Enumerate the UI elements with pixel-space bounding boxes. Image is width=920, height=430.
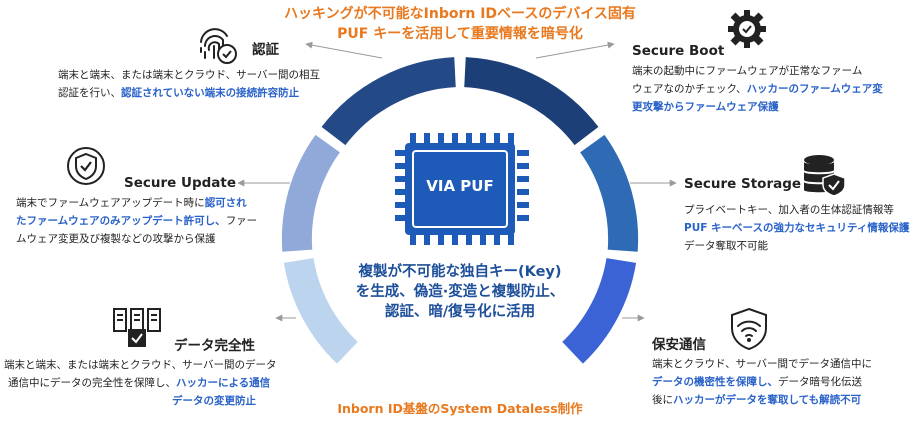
boot-desc-line-1: 端末の起動中にファームウェアが正常なファーム (632, 65, 863, 77)
comm-description: 端末とクラウド、サーバー間でデータ通信中に データの機密性を保障し、データ暗号化… (652, 355, 912, 409)
chip-label: VIA PUF (426, 177, 494, 195)
auth-description: 端末と端末、または端末とクラウド、サーバー間の相互 認証を行い、認証されていない… (58, 66, 338, 102)
puf-chip-icon (395, 133, 529, 245)
update-desc-line-3: ムウェア変更及び複製などの攻撃から保護 (16, 233, 216, 245)
integrity-description: 端末と端末、または端末とクラウド、サーバー間のデータ 通信中にデータの完全性を保… (4, 356, 294, 410)
database-shield-icon (804, 155, 846, 197)
header-title: ハッキングが不可能なInborn IDベースのデバイス固有 PUF キーを活用し… (250, 4, 670, 44)
center-line-3: 認証、暗/復号化に活用 (384, 304, 536, 320)
storage-description: プライベートキー、加入者の生体認証情報等 PUF キーベースの強力なセキュリティ… (684, 201, 916, 255)
ring-segment-3 (579, 134, 639, 252)
auth-title: 認証 (252, 42, 279, 58)
comm-desc-line-1: 端末とクラウド、サーバー間でデータ通信中に (652, 358, 872, 370)
boot-title: Secure Boot (632, 43, 725, 59)
shield-check-icon (67, 147, 105, 185)
ring-segment-6 (283, 257, 359, 364)
comm-desc-line-2: データの機密性を保障し、データ暗号化伝送 (652, 376, 862, 388)
boot-desc-line-3: 更攻撃からファームウェア保護 (632, 101, 779, 113)
integrity-desc-line-2: 通信中にデータの完全性を保障し、ハッカーによる通信 (8, 377, 271, 389)
integrity-title: データ完全性 (174, 338, 255, 354)
integrity-desc-line-1: 端末と端末、または端末とクラウド、サーバー間のデータ (4, 359, 277, 371)
header-line-2: PUF キーを活用して重要情報を暗号化 (337, 26, 583, 42)
integrity-desc-line-3: データの変更防止 (172, 395, 256, 407)
header-line-1: ハッキングが不可能なInborn IDベースのデバイス固有 (284, 6, 636, 22)
ring-segment-2 (463, 57, 599, 146)
wifi-shield-icon (731, 307, 767, 351)
storage-desc-line-3: データ奪取不可能 (684, 240, 768, 252)
storage-title: Secure Storage (684, 176, 802, 192)
ring-segment-1 (321, 57, 457, 146)
ring-segment-4 (561, 257, 637, 364)
storage-desc-line-1: プライベートキー、加入者の生体認証情報等 (684, 204, 894, 216)
comm-title: 保安通信 (652, 337, 706, 353)
boot-description: 端末の起動中にファームウェアが正常なファーム ウェアなのかチェック、ハッカーのフ… (632, 62, 902, 116)
boot-desc-line-2: ウェアなのかチェック、ハッカーのファームウェア変 (632, 83, 883, 95)
update-desc-line-1: 端末でファームウェアアップデート時に認可され (16, 197, 247, 209)
comm-desc-line-3: 後にハッカーがデータを奪取しても解読不可 (652, 394, 862, 406)
storage-desc-line-2: PUF キーベースの強力なセキュリティ情報保護 (684, 222, 910, 234)
auth-desc-line-1: 端末と端末、または端末とクラウド、サーバー間の相互 (58, 69, 320, 81)
arrow-auth (305, 41, 383, 59)
update-desc-line-2: たファームウェアのみアップデート許可し、ファー (16, 215, 258, 227)
center-description: 複製が不可能な独自キー(Key) を生成、偽造·変造と複製防止、 認証、暗/復号… (330, 262, 590, 322)
fingerprint-icon (200, 28, 237, 64)
center-line-2: を生成、偽造·変造と複製防止、 (355, 284, 565, 300)
footer-caption: Inborn ID基盤のSystem Dataless制作 (337, 401, 583, 416)
data-integrity-icon (113, 308, 161, 347)
center-line-1: 複製が不可能な独自キー(Key) (358, 264, 562, 280)
ring-segment-5 (281, 134, 341, 252)
update-title: Secure Update (124, 175, 237, 191)
update-description: 端末でファームウェアアップデート時に認可され たファームウェアのみアップデート許… (16, 194, 296, 248)
gear-check-icon (728, 10, 766, 48)
arrow-boot (535, 41, 615, 59)
auth-desc-line-2: 認証を行い、認証されていない端末の接続許容防止 (58, 87, 300, 99)
